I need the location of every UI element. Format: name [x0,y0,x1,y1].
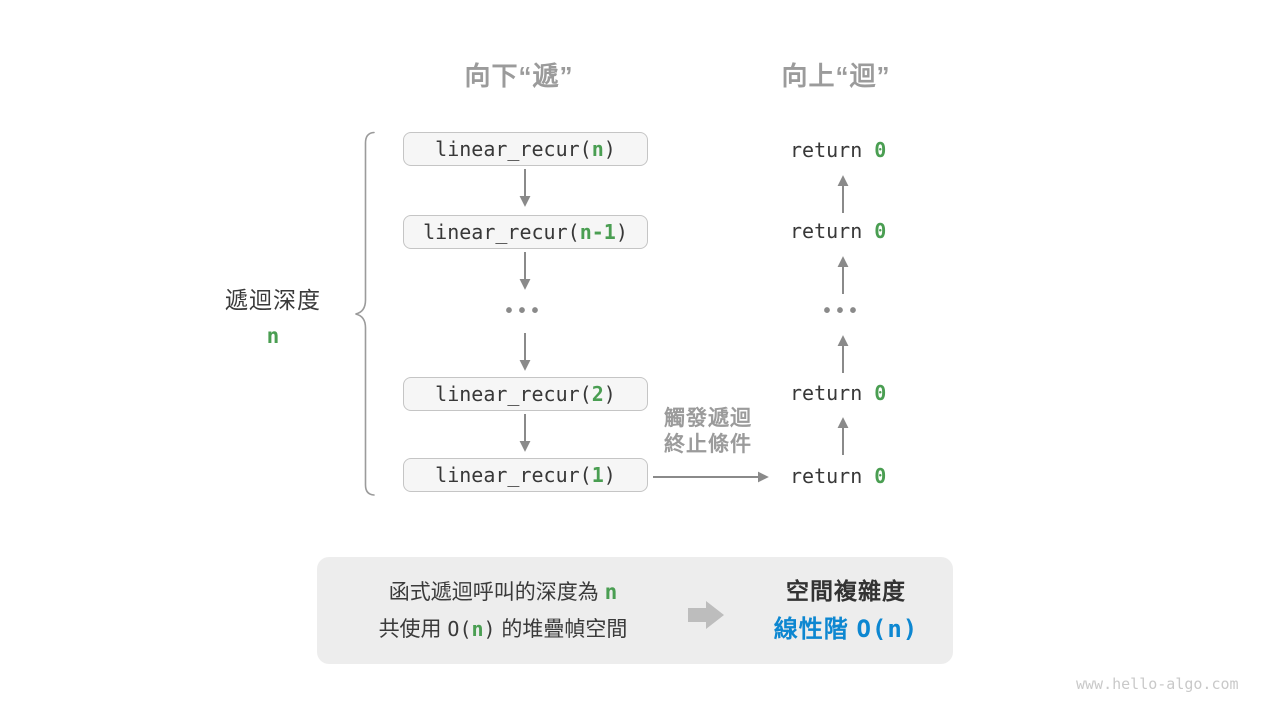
return-value: 0 [874,464,887,488]
call-text: ) [603,382,616,406]
call-arg: n [591,137,604,161]
summary-panel: 函式遞迴呼叫的深度為 n 共使用 O(n) 的堆疊幀空間 空間複雜度 線性階 O… [317,557,953,664]
recursion-depth-brace [355,131,375,496]
return-keyword: return [790,464,875,488]
return-keyword: return [790,138,875,162]
return-value: 0 [874,219,887,243]
return-statement: return 0 [790,218,920,244]
space-complexity-result: 空間複雜度 線性階 O(n) [746,557,946,664]
call-arg: 2 [591,382,604,406]
summary-bigO-n: n [471,616,484,641]
space-complexity-bigO: O(n) [856,615,919,643]
space-complexity-title: 空間複雜度 [786,578,906,604]
termination-condition-label: 觸發遞迴 終止條件 [628,406,788,458]
implies-arrow-icon [688,601,724,629]
call-text: linear_recur( [435,382,592,406]
summary-line2-text: 共使用 [378,617,448,641]
return-ellipsis: ••• [823,300,863,322]
header-recurse-down: 向下“遞” [464,61,574,91]
summary-line1-text: 函式遞迴呼叫的深度為 [388,580,605,604]
summary-line2-text2: 的堆疊幀空間 [495,617,628,641]
recursion-depth-title: 遞迴深度 [225,287,321,313]
call-text: linear_recur( [423,220,580,244]
summary-bigO-close: ) [483,616,496,641]
call-text: ) [615,220,628,244]
return-value: 0 [874,381,887,405]
return-statement: return 0 [790,463,920,489]
call-text: linear_recur( [435,137,592,161]
return-value: 0 [874,138,887,162]
summary-line1-n: n [604,579,618,604]
space-complexity-order: 線性階 [773,616,857,643]
call-box-n-1: linear_recur(n-1) [403,215,648,249]
summary-line2: 共使用 O(n) 的堆疊幀空間 [379,611,628,648]
summary-bigO-open: O( [447,616,472,641]
watermark: www.hello-algo.com [1076,675,1239,693]
call-text: linear_recur( [435,463,592,487]
recursion-depth-label: 遞迴深度 n [193,281,353,348]
summary-line1: 函式遞迴呼叫的深度為 n [389,574,618,611]
termination-line1: 觸發遞迴 [664,407,752,430]
recursion-depth-value: n [266,324,280,348]
termination-line2: 終止條件 [664,433,752,456]
call-arg: n-1 [579,220,616,244]
return-keyword: return [790,219,875,243]
space-complexity-value: 線性階 O(n) [774,610,918,649]
header-return-up: 向上“迴” [781,61,891,91]
call-box-n: linear_recur(n) [403,132,648,166]
return-statement: return 0 [790,380,920,406]
call-stack-ellipsis: ••• [505,300,545,322]
return-statement: return 0 [790,137,920,163]
call-box-1: linear_recur(1) [403,458,648,492]
call-text: ) [603,463,616,487]
call-arg: 1 [591,463,604,487]
summary-description: 函式遞迴呼叫的深度為 n 共使用 O(n) 的堆疊幀空間 [337,557,669,664]
call-text: ) [603,137,616,161]
call-box-2: linear_recur(2) [403,377,648,411]
return-keyword: return [790,381,875,405]
